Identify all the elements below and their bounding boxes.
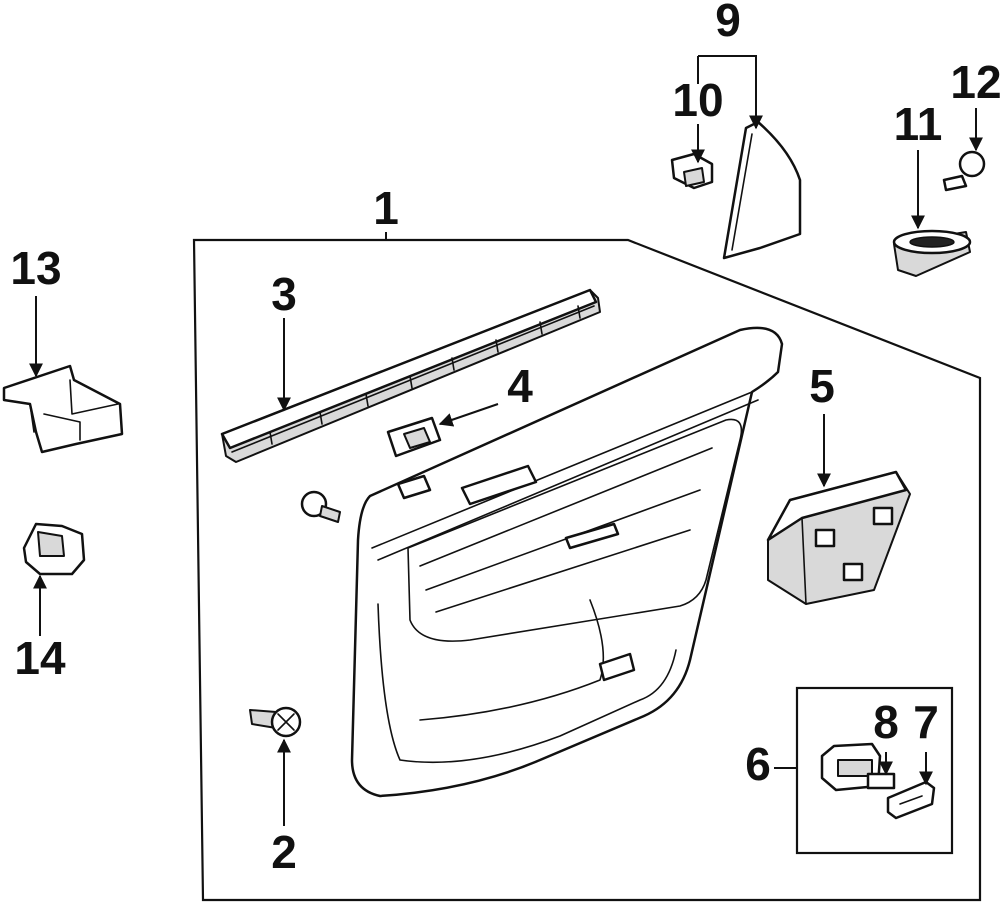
bracket-part (2, 364, 124, 454)
callout-7: 7 (913, 696, 939, 748)
callout-9: 9 (715, 0, 741, 46)
grommet-part (942, 150, 986, 192)
corner-trim-part (722, 120, 802, 260)
retainer-clip-part (670, 152, 714, 190)
trim-clip-upper-part (300, 490, 341, 523)
door-switch-part (22, 522, 86, 576)
belt-moulding-part (220, 288, 601, 463)
callout-5: 5 (809, 360, 835, 412)
lock-knob-part (866, 772, 896, 790)
callout-3: 3 (271, 268, 297, 320)
trim-clip-lower-part (249, 706, 302, 738)
handle-bezel-part (892, 229, 972, 277)
callout-6: 6 (745, 738, 771, 790)
callout-4: 4 (507, 360, 533, 412)
callout-12: 12 (950, 56, 1000, 108)
callout-10: 10 (672, 74, 723, 126)
door-trim-panel-part (350, 326, 784, 798)
switch-assembly-frame (795, 686, 954, 855)
callout-13: 13 (10, 242, 61, 294)
callout-11: 11 (894, 98, 943, 150)
callout-14: 14 (14, 632, 66, 684)
leader-9 (698, 55, 763, 130)
armrest-handle-part (766, 470, 911, 605)
lock-switch-housing-part (820, 742, 882, 792)
assembly-frame (192, 238, 982, 902)
callout-1: 1 (373, 182, 399, 234)
window-switch-part (386, 416, 442, 458)
leader-4 (438, 403, 499, 427)
callout-8: 8 (873, 696, 899, 748)
callout-2: 2 (271, 826, 297, 878)
